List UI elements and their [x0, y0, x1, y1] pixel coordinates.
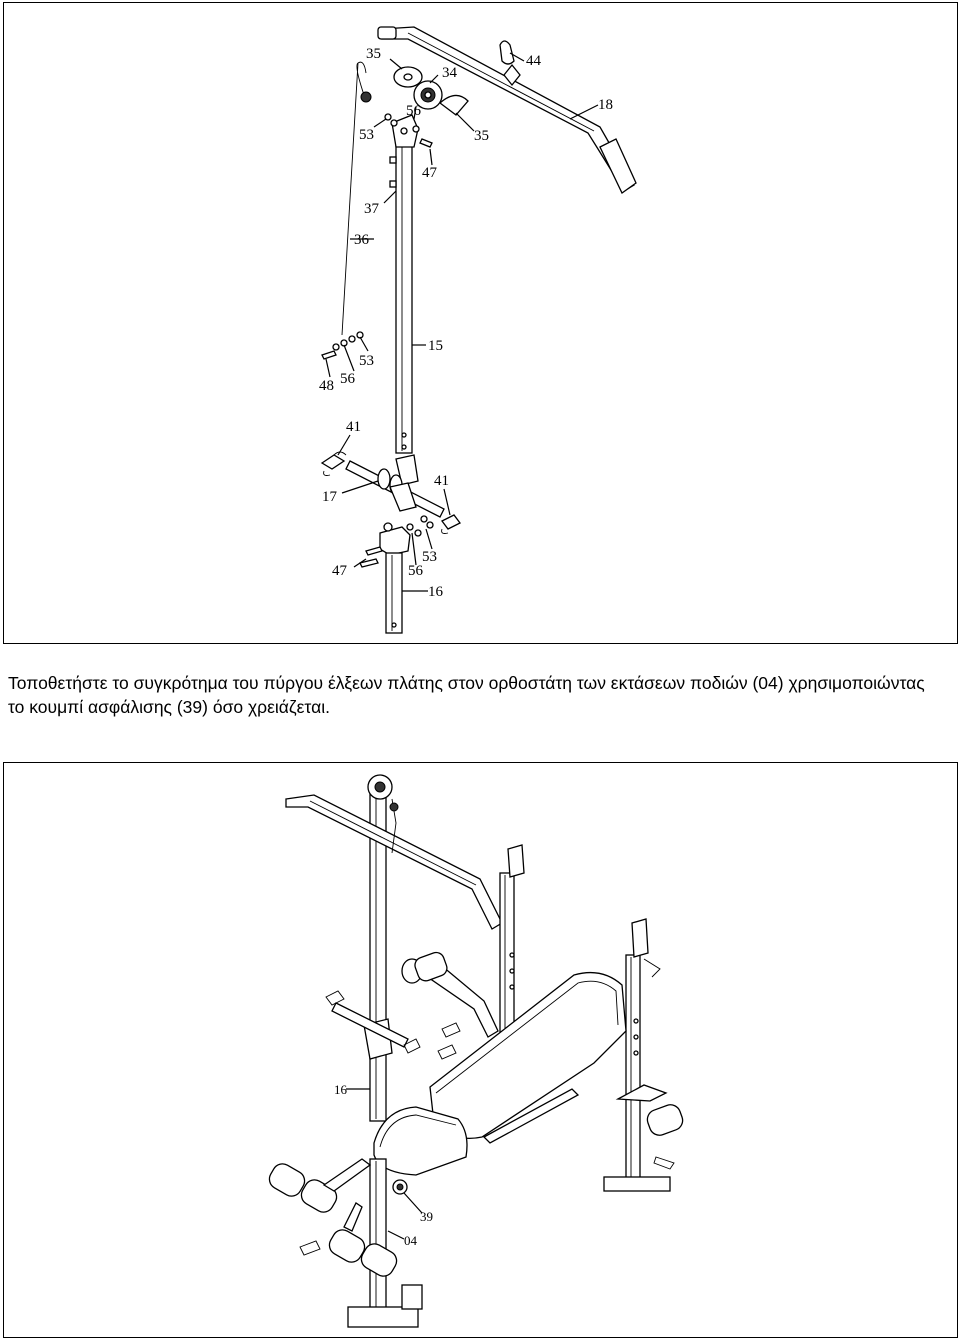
carabiner-part [499, 40, 515, 65]
part-label-44: 44 [526, 53, 542, 69]
part-label-41: 41 [434, 473, 449, 489]
upright-tube [389, 114, 419, 454]
part-label-47: 47 [332, 563, 348, 579]
exploded-view-panel: 35 34 44 18 56 53 35 47 37 36 15 53 56 4… [3, 2, 958, 644]
instruction-line-1: Τοποθετήστε το συγκρότημα του πύργου έλξ… [8, 673, 925, 693]
assembly-instruction: Τοποθετήστε το συγκρότημα του πύργου έλξ… [8, 671, 953, 719]
part-label-37: 37 [364, 201, 380, 217]
part-label-56: 56 [340, 371, 356, 387]
rack-upright-rear [499, 844, 525, 1064]
part-label-48: 48 [319, 378, 334, 394]
part-label-16: 16 [428, 584, 444, 600]
rack-upright-front [603, 918, 671, 1192]
part-label-04: 04 [404, 1233, 418, 1248]
pulley-assembly [393, 66, 469, 116]
part-label-34: 34 [442, 65, 458, 81]
part-label-36: 36 [354, 232, 370, 248]
part-label-47: 47 [422, 165, 438, 181]
leg-crossbar [345, 454, 445, 518]
part-label-56: 56 [408, 563, 424, 579]
part-label-39: 39 [420, 1209, 433, 1224]
part-label-53: 53 [422, 549, 437, 565]
cable [341, 61, 367, 336]
part-label-35: 35 [366, 46, 381, 62]
spring-clip-right [441, 514, 461, 534]
part-label-41: 41 [346, 419, 361, 435]
spring-clip-left [320, 451, 347, 476]
assembled-view-drawing: 16 39 04 [268, 774, 684, 1328]
part-label-53: 53 [359, 353, 374, 369]
exploded-view-drawing: 35 34 44 18 56 53 35 47 37 36 15 53 56 4… [319, 26, 637, 634]
part-label-17: 17 [322, 489, 338, 505]
instruction-line-2: το κουμπί ασφάλισης (39) όσο χρειάζεται. [8, 697, 330, 717]
leg-extension-upright [347, 1158, 423, 1328]
part-label-35: 35 [474, 128, 489, 144]
bench-frame [482, 1088, 580, 1144]
part-label-56: 56 [406, 103, 422, 119]
part-label-16: 16 [334, 1082, 348, 1097]
part-label-15: 15 [428, 338, 443, 354]
leg-arm [322, 1158, 372, 1192]
lower-tube [379, 522, 411, 634]
part-label-18: 18 [598, 97, 613, 113]
assembled-view-panel: 16 39 04 [3, 762, 958, 1338]
seat-pad [373, 1106, 468, 1176]
lat-bar [377, 26, 637, 194]
part-label-53: 53 [359, 127, 374, 143]
leg-rollers [268, 1104, 684, 1277]
